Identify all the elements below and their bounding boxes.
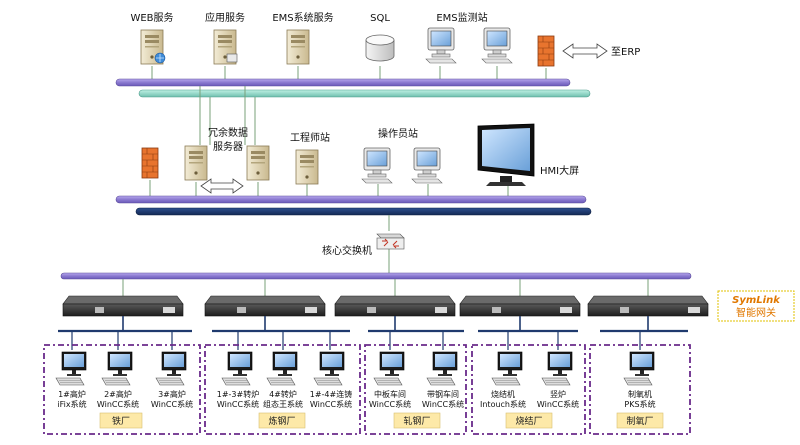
plant-label: 轧钢厂 xyxy=(403,415,430,427)
station-label: WinCC系统 xyxy=(422,399,464,409)
workstation-icon xyxy=(101,351,133,386)
workstation-icon xyxy=(373,351,405,386)
plant-box-oxygen xyxy=(589,344,691,435)
operator-station-label: 操作员站 xyxy=(378,127,418,140)
station-label: PKS系统 xyxy=(624,399,655,409)
operator-station-icon xyxy=(411,147,443,184)
workstation-icon xyxy=(55,351,87,386)
ems-server-label: EMS系统服务 xyxy=(272,11,333,24)
workstation-icon xyxy=(623,351,655,386)
station-label: iFix系统 xyxy=(57,399,86,409)
middle-backbone-bus xyxy=(135,207,592,216)
ems-monitor-icon xyxy=(481,27,513,64)
station-label: 烧结机 xyxy=(491,389,515,399)
station-label: 中板车间 xyxy=(374,389,406,399)
plant-label-bg xyxy=(505,412,553,429)
station-label: 1#-4#连铸 xyxy=(310,389,352,399)
erp-label: 至ERP xyxy=(611,46,640,58)
gateway-title: SymLink xyxy=(732,295,781,306)
plant-label-bg xyxy=(99,412,143,429)
workstation-icon xyxy=(426,351,458,386)
symlink-gateway-icon xyxy=(587,295,709,317)
symlink-gateway-icon xyxy=(334,295,456,317)
plant-label-bg xyxy=(258,412,306,429)
redundant-sync-arrow xyxy=(200,178,244,194)
workstation-icon xyxy=(491,351,523,386)
workstation-icon xyxy=(541,351,573,386)
station-label: Intouch系统 xyxy=(480,399,526,409)
station-label: WinCC系统 xyxy=(310,399,352,409)
ems-monitor-icon xyxy=(425,27,457,64)
station-label: WinCC系统 xyxy=(217,399,259,409)
firewall-icon xyxy=(141,147,159,179)
plant-label: 烧结厂 xyxy=(515,415,542,427)
station-label: 1#高炉 xyxy=(58,389,86,399)
station-label: 组态王系统 xyxy=(263,399,303,409)
top-network-bus xyxy=(115,78,571,87)
lower-network-bus xyxy=(60,272,692,280)
station-label: WinCC系统 xyxy=(369,399,411,409)
workstation-icon xyxy=(221,351,253,386)
station-label: 3#高炉 xyxy=(158,389,186,399)
app-server-icon xyxy=(213,29,238,65)
plant-box-steel xyxy=(204,344,361,435)
firewall-icon xyxy=(537,35,555,67)
symlink-gateway-icon xyxy=(459,295,581,317)
gateway-subtitle: 智能网关 xyxy=(736,306,776,319)
station-label: WinCC系统 xyxy=(97,399,139,409)
sql-database-icon xyxy=(365,34,395,62)
workstation-icon xyxy=(155,351,187,386)
plant-box-rolling xyxy=(364,344,467,435)
plant-box-sinter xyxy=(471,344,586,435)
hmi-screen-icon xyxy=(477,123,535,186)
station-label: 2#高炉 xyxy=(104,389,132,399)
app-server-label: 应用服务 xyxy=(205,11,245,24)
redundant-server-label: 冗余数据 xyxy=(208,126,248,139)
plant-label-bg xyxy=(616,412,664,429)
erp-double-arrow xyxy=(562,43,608,59)
plant-box-iron xyxy=(43,344,201,435)
symlink-gateway-icon xyxy=(62,295,184,317)
workstation-icon xyxy=(266,351,298,386)
ems-server-icon xyxy=(286,29,310,65)
station-label: 1#-3#转炉 xyxy=(217,389,259,399)
web-server-label: WEB服务 xyxy=(130,11,173,24)
sql-label: SQL xyxy=(370,13,390,24)
web-server-icon xyxy=(140,29,166,65)
station-label: WinCC系统 xyxy=(151,399,193,409)
top-redundant-bus xyxy=(138,89,591,98)
station-label: 竖炉 xyxy=(550,389,566,399)
plant-label: 铁厂 xyxy=(112,415,130,427)
station-label: WinCC系统 xyxy=(537,399,579,409)
ems-station-label: EMS监测站 xyxy=(436,11,487,24)
station-label: 带钢车间 xyxy=(427,389,459,399)
gateway-legend: SymLink 智能网关 xyxy=(717,290,795,322)
symlink-gateway-icon xyxy=(204,295,326,317)
core-switch-icon xyxy=(376,233,405,250)
middle-network-bus xyxy=(115,195,587,204)
plant-label: 制氧厂 xyxy=(626,415,653,427)
hmi-screen-label: HMI大屏 xyxy=(540,164,579,177)
plant-label: 炼钢厂 xyxy=(268,415,295,427)
engineer-station-icon xyxy=(295,149,319,185)
workstation-icon xyxy=(313,351,345,386)
redundant-server-a-icon xyxy=(184,145,208,181)
engineer-station-label: 工程师站 xyxy=(290,131,330,144)
redundant-server-b-icon xyxy=(246,145,270,181)
core-switch-label: 核心交换机 xyxy=(322,244,372,257)
station-label: 4#转炉 xyxy=(269,389,297,399)
operator-station-icon xyxy=(361,147,393,184)
station-label: 制氧机 xyxy=(628,389,652,399)
plant-label-bg xyxy=(393,412,441,429)
redundant-server-label: 服务器 xyxy=(213,140,243,153)
